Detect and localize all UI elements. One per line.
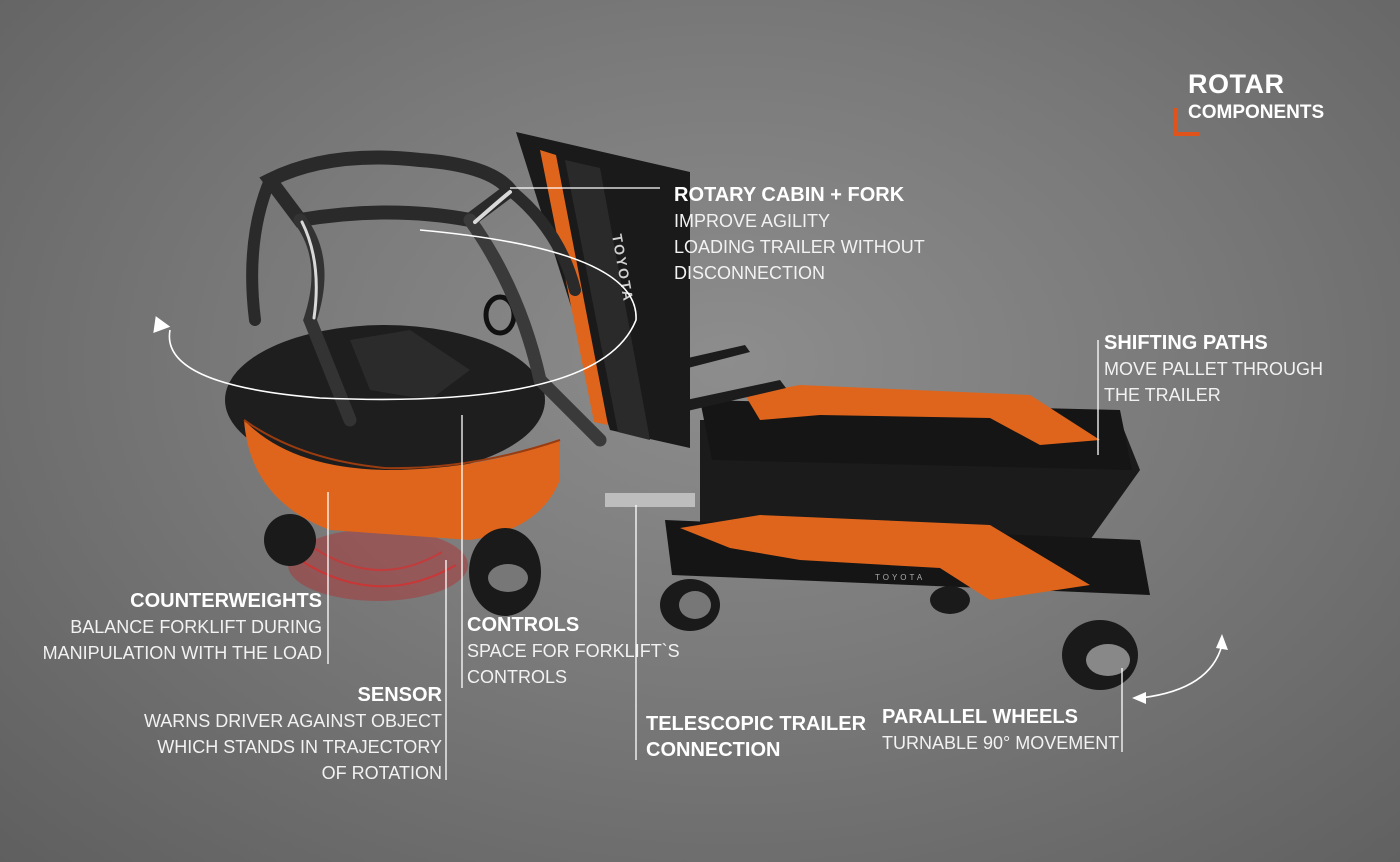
title-main: ROTAR [1188, 69, 1285, 99]
title-accent-bracket [1174, 108, 1200, 136]
callout-line: MANIPULATION WITH THE LOAD [42, 643, 322, 663]
cabin-frame [246, 150, 607, 447]
callout-heading: COUNTERWEIGHTS [130, 590, 322, 612]
callout-line: MOVE PALLET THROUGH [1104, 359, 1324, 379]
callout-heading: ROTARY CABIN + FORK [674, 184, 905, 206]
leader-lines [327, 187, 1123, 780]
callout-heading: PARALLEL WHEELS [882, 706, 1078, 728]
callout-rotary-cabin: ROTARY CABIN + FORK IMPROVE AGILITY LOAD… [674, 182, 925, 286]
callout-parallel-wheels: PARALLEL WHEELS TURNABLE 90° MOVEMENT [882, 704, 1119, 756]
sensor-glow [288, 529, 468, 601]
wheel-turn-indicator [1132, 634, 1228, 704]
callout-line: SPACE FOR FORKLIFT`S [467, 641, 680, 661]
callout-heading: CONNECTION [646, 739, 781, 761]
callout-line: OF ROTATION [321, 763, 442, 783]
callout-heading: TELESCOPIC TRAILER [646, 713, 867, 735]
callout-line: WHICH STANDS IN TRAJECTORY [157, 737, 442, 757]
callout-controls: CONTROLS SPACE FOR FORKLIFT`S CONTROLS [467, 612, 680, 690]
callout-line: LOADING TRAILER WITHOUT [674, 237, 925, 257]
callout-line: WARNS DRIVER AGAINST OBJECT [143, 711, 442, 731]
callout-shifting-paths: SHIFTING PATHS MOVE PALLET THROUGH THE T… [1104, 330, 1323, 408]
callout-heading: SHIFTING PATHS [1104, 332, 1268, 354]
callout-line: THE TRAILER [1104, 385, 1221, 405]
callout-line: BALANCE FORKLIFT DURING [70, 617, 322, 637]
poster-title: ROTAR COMPONENTS [1188, 68, 1324, 126]
rotation-indicator [153, 229, 637, 401]
callout-line: IMPROVE AGILITY [674, 211, 831, 231]
callout-heading: SENSOR [357, 684, 442, 706]
trailer: TOYOTA [605, 385, 1150, 690]
callout-heading: CONTROLS [467, 614, 580, 636]
callout-line: TURNABLE 90° MOVEMENT [882, 733, 1120, 753]
callout-sensor: SENSOR WARNS DRIVER AGAINST OBJECT WHICH… [144, 682, 442, 786]
callout-line: DISCONNECTION [674, 263, 826, 283]
callout-telescopic-connection: TELESCOPIC TRAILER CONNECTION [646, 711, 866, 763]
trailer-logo: TOYOTA [875, 573, 925, 582]
title-sub: COMPONENTS [1188, 102, 1325, 123]
callout-line: CONTROLS [467, 667, 568, 687]
callout-counterweights: COUNTERWEIGHTS BALANCE FORKLIFT DURING M… [43, 588, 322, 666]
